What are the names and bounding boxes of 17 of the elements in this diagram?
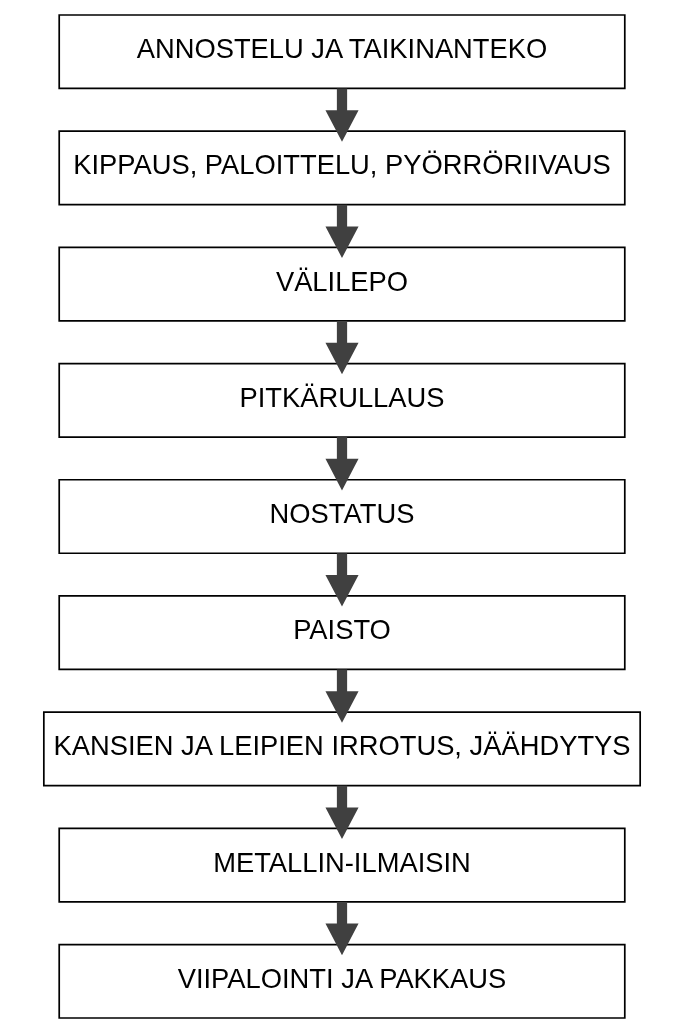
node-box: PITKÄRULLAUS bbox=[57, 362, 626, 438]
arrow bbox=[324, 785, 359, 839]
node-box: VÄLILEPO bbox=[57, 246, 626, 322]
arrow bbox=[324, 901, 359, 956]
arrow bbox=[324, 204, 359, 258]
arrow bbox=[324, 669, 359, 723]
arrow bbox=[324, 320, 359, 375]
node-box: KIPPAUS, PALOITTELU, PYÖRRÖRIIVAUS bbox=[57, 130, 626, 206]
node-box: ANNOSTELU JA TAIKINANTEKO bbox=[57, 14, 626, 90]
arrow bbox=[324, 437, 359, 491]
node-box: METALLIN-ILMAISIN bbox=[57, 827, 626, 903]
node-box: PAISTO bbox=[57, 595, 626, 671]
arrow bbox=[324, 553, 359, 607]
node-box: KANSIEN JA LEIPIEN IRROTUS, JÄÄHDYTYS bbox=[42, 711, 641, 787]
node-box: VIIPALOINTI JA PAKKAUS bbox=[57, 943, 626, 1019]
arrow bbox=[324, 88, 359, 142]
node-box: NOSTATUS bbox=[57, 478, 626, 555]
